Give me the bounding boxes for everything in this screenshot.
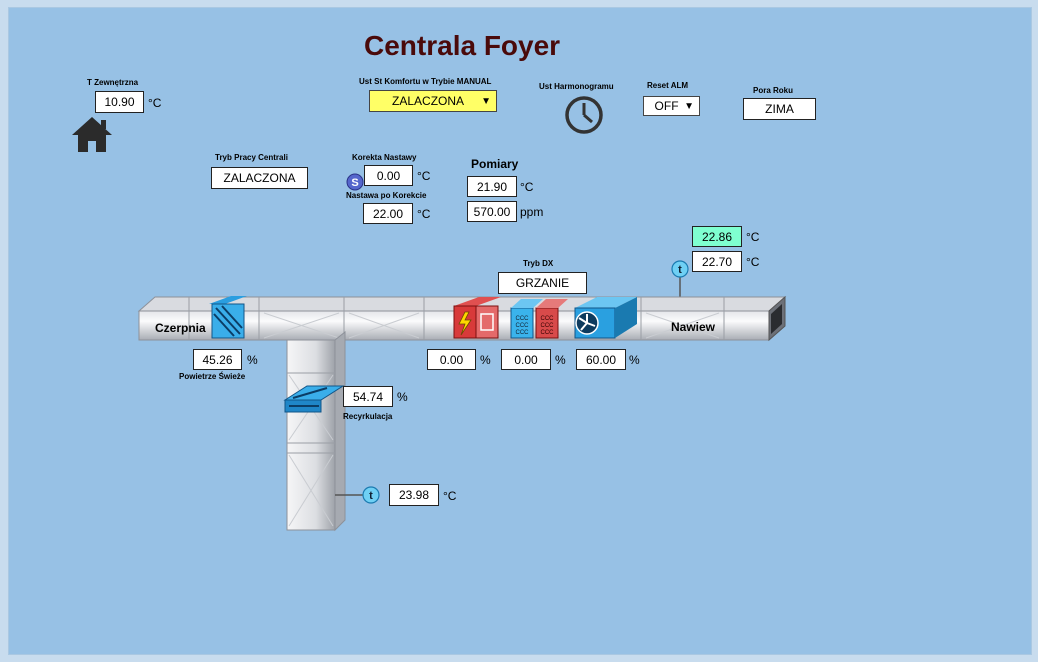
supply-setpoint-unit: °C — [746, 230, 760, 244]
mode-label: Tryb Pracy Centrali — [215, 153, 288, 162]
fan-value: 60.00 — [576, 349, 626, 370]
electric-heater-icon[interactable] — [453, 297, 501, 339]
measurement-temp-value: 21.90 — [467, 176, 517, 197]
recirculation-damper-icon[interactable] — [283, 385, 345, 413]
supply-fan-icon[interactable] — [574, 297, 637, 339]
comfort-select[interactable]: ZALACZONA ▼ — [369, 90, 497, 112]
dx-output-value: 0.00 — [501, 349, 551, 370]
outdoor-temp-value: 10.90 — [95, 91, 144, 113]
setpoint-correction-icon[interactable]: S — [346, 173, 364, 196]
reset-select[interactable]: OFF ▼ — [643, 96, 700, 116]
return-sensor-letter: t — [369, 490, 373, 502]
fresh-air-unit: % — [247, 353, 258, 367]
recirculation-unit: % — [397, 390, 408, 404]
svg-text:CCC: CCC — [541, 330, 555, 336]
supply-actual-unit: °C — [746, 255, 760, 269]
supply-actual-value: 22.70 — [692, 251, 742, 272]
outdoor-temp-label: T Zewnętrzna — [87, 78, 139, 87]
home-icon[interactable] — [71, 115, 113, 158]
dx-label: Tryb DX — [523, 259, 554, 268]
measurement-co2-unit: ppm — [520, 205, 544, 219]
mode-value: ZALACZONA — [211, 167, 308, 189]
chevron-down-icon: ▼ — [481, 95, 491, 107]
return-temp-sensor-icon[interactable]: t — [361, 485, 383, 510]
svg-text:CCC: CCC — [516, 330, 530, 336]
reset-label: Reset ALM — [647, 81, 689, 90]
recirculation-label: Recyrkulacja — [343, 412, 393, 421]
measurement-co2-value: 570.00 — [467, 201, 517, 222]
measurement-temp-unit: °C — [520, 180, 534, 194]
recirculation-duct — [286, 330, 346, 532]
chevron-down-icon: ▼ — [684, 100, 694, 112]
fresh-air-label: Powietrze Świeże — [179, 372, 246, 381]
svg-text:CCC: CCC — [541, 323, 555, 329]
svg-text:CCC: CCC — [516, 316, 530, 322]
reset-select-value: OFF — [654, 99, 679, 113]
return-temp-value: 23.98 — [389, 484, 439, 506]
fan-unit: % — [629, 353, 640, 367]
supply-setpoint-value: 22.86 — [692, 226, 742, 247]
setpoint-unit: °C — [417, 207, 431, 221]
season-label: Pora Roku — [753, 86, 794, 95]
supply-temp-sensor-icon[interactable]: t — [670, 259, 694, 304]
heater-value: 0.00 — [427, 349, 476, 370]
recirculation-value: 54.74 — [343, 386, 393, 407]
correction-value[interactable]: 0.00 — [364, 165, 413, 186]
dx-output-unit: % — [555, 353, 566, 367]
return-temp-unit: °C — [443, 489, 457, 503]
setpoint-value: 22.00 — [363, 203, 413, 224]
fresh-air-damper-icon[interactable] — [209, 296, 247, 339]
correction-label: Korekta Nastawy — [352, 153, 417, 162]
correction-unit: °C — [417, 169, 431, 183]
fresh-air-value: 45.26 — [193, 349, 242, 370]
correction-icon-letter: S — [351, 177, 358, 189]
comfort-select-value: ZALACZONA — [392, 94, 465, 108]
dx-value: GRZANIE — [498, 272, 587, 294]
ahu-duct-diagram: CCC CCC CCC CCC CCC CCC — [137, 295, 787, 532]
outdoor-temp-unit: °C — [148, 96, 162, 110]
supply-sensor-letter: t — [678, 264, 682, 276]
measurements-label: Pomiary — [471, 157, 519, 171]
svg-text:CCC: CCC — [541, 316, 555, 322]
supply-label: Nawiew — [671, 320, 716, 334]
season-value: ZIMA — [743, 98, 816, 120]
schedule-label: Ust Harmonogramu — [539, 82, 614, 91]
comfort-label: Ust St Komfortu w Trybie MANUAL — [359, 77, 492, 86]
setpoint-label: Nastawa po Korekcie — [346, 191, 427, 200]
heater-unit: % — [480, 353, 491, 367]
clock-icon[interactable] — [563, 94, 605, 141]
page-title: Centrala Foyer — [364, 30, 561, 61]
dx-coil-icon[interactable]: CCC CCC CCC CCC CCC CCC — [510, 299, 568, 339]
panel: Centrala Foyer T Zewnętrzna 10.90 °C Ust… — [8, 7, 1032, 655]
svg-text:CCC: CCC — [516, 323, 530, 329]
intake-label: Czerpnia — [155, 321, 206, 335]
